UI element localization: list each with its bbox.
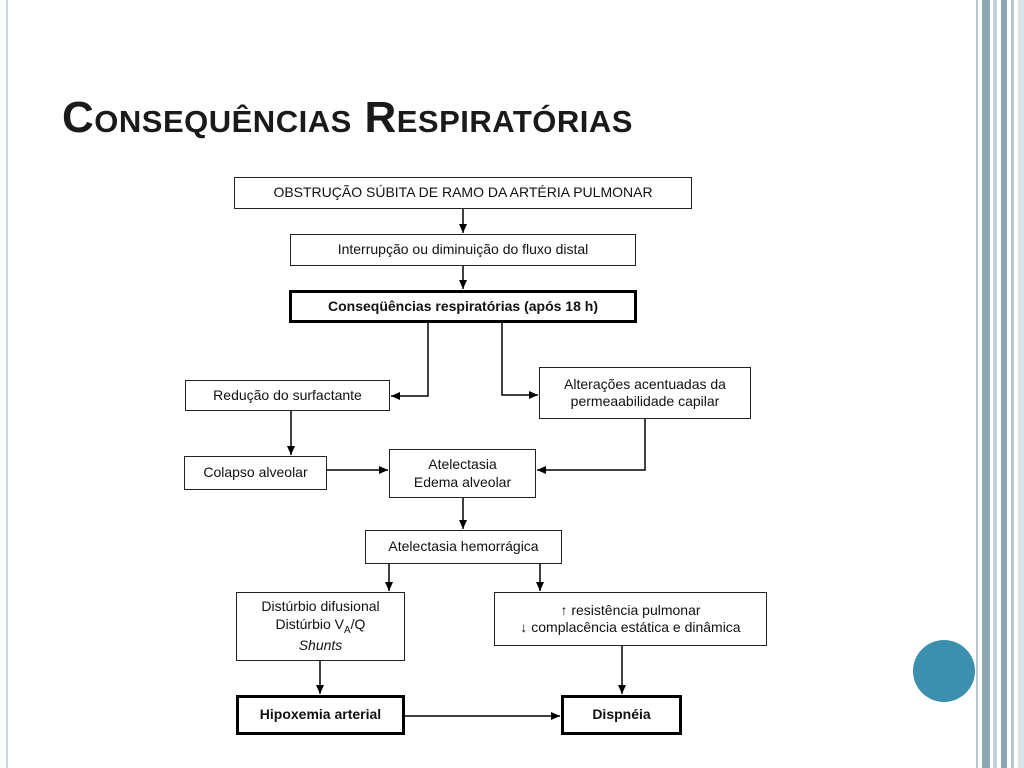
left-border-line bbox=[6, 0, 8, 768]
node-consequencias-label: Conseqüências respiratórias (após 18 h) bbox=[328, 297, 598, 314]
disturbio-line2-subscript: A bbox=[344, 624, 351, 636]
decorative-circle bbox=[913, 640, 975, 702]
node-atelectasia-line2: Edema alveolar bbox=[413, 473, 512, 490]
node-alteracoes-line2: permeaabilidade capilar bbox=[570, 393, 720, 409]
right-decorative-stripe bbox=[1018, 0, 1024, 768]
node-disturbio: Distúrbio difusional Distúrbio VA/Q Shun… bbox=[236, 592, 405, 661]
right-decorative-stripe bbox=[1001, 0, 1007, 768]
node-resistencia-line1: ↑ resistência pulmonar bbox=[560, 601, 701, 618]
node-atelectasia-line1: Atelectasia bbox=[428, 456, 497, 472]
node-consequencias: Conseqüências respiratórias (após 18 h) bbox=[289, 290, 637, 323]
node-reducao-surfactante: Redução do surfactante bbox=[185, 380, 390, 411]
node-alteracoes-line1: Alterações acentuadas da bbox=[564, 375, 726, 392]
arrow-consequencias-to-reducao bbox=[391, 323, 429, 400]
node-hipoxemia-label: Hipoxemia arterial bbox=[259, 706, 382, 723]
node-colapso: Colapso alveolar bbox=[184, 456, 327, 490]
node-dispneia: Dispnéia bbox=[561, 695, 682, 735]
right-decorative-stripe bbox=[1011, 0, 1014, 768]
arrow-consequencias-to-alteracoes bbox=[501, 323, 538, 399]
disturbio-line2-prefix: Distúrbio V bbox=[275, 615, 344, 632]
node-reducao-surfactante-label: Redução do surfactante bbox=[213, 386, 362, 403]
node-interrupcao: Interrupção ou diminuição do fluxo dista… bbox=[290, 234, 636, 266]
node-disturbio-line1: Distúrbio difusional bbox=[261, 598, 380, 615]
node-obstrucao-label: OBSTRUÇÃO SÚBITA DE RAMO DA ARTÉRIA PULM… bbox=[273, 184, 653, 201]
node-atelectasia-hemorragica: Atelectasia hemorrágica bbox=[365, 530, 562, 564]
node-disturbio-line2: Distúrbio VA/Q bbox=[276, 616, 366, 637]
right-decorative-stripe bbox=[982, 0, 990, 768]
node-alteracoes: Alterações acentuadas da permeaabilidade… bbox=[539, 367, 751, 419]
node-disturbio-line3: Shunts bbox=[298, 637, 343, 654]
right-decorative-stripe bbox=[976, 0, 978, 768]
node-colapso-label: Colapso alveolar bbox=[203, 464, 308, 481]
node-atelectasia-edema: Atelectasia Edema alveolar bbox=[389, 449, 536, 498]
node-resistencia: ↑ resistência pulmonar ↓ complacência es… bbox=[494, 592, 767, 646]
node-atelectasia-hemorragica-label: Atelectasia hemorrágica bbox=[388, 538, 539, 555]
node-interrupcao-label: Interrupção ou diminuição do fluxo dista… bbox=[337, 241, 589, 258]
slide-title: Consequências Respiratórias bbox=[62, 93, 633, 142]
arrow-alteracoes-to-atelectasia bbox=[537, 419, 646, 474]
node-obstrucao: OBSTRUÇÃO SÚBITA DE RAMO DA ARTÉRIA PULM… bbox=[234, 177, 692, 209]
node-hipoxemia: Hipoxemia arterial bbox=[236, 695, 405, 735]
disturbio-line2-suffix: /Q bbox=[350, 615, 366, 632]
node-dispneia-label: Dispnéia bbox=[592, 706, 651, 723]
node-resistencia-line2: ↓ complacência estática e dinâmica bbox=[520, 619, 741, 635]
right-decorative-stripe bbox=[993, 0, 997, 768]
